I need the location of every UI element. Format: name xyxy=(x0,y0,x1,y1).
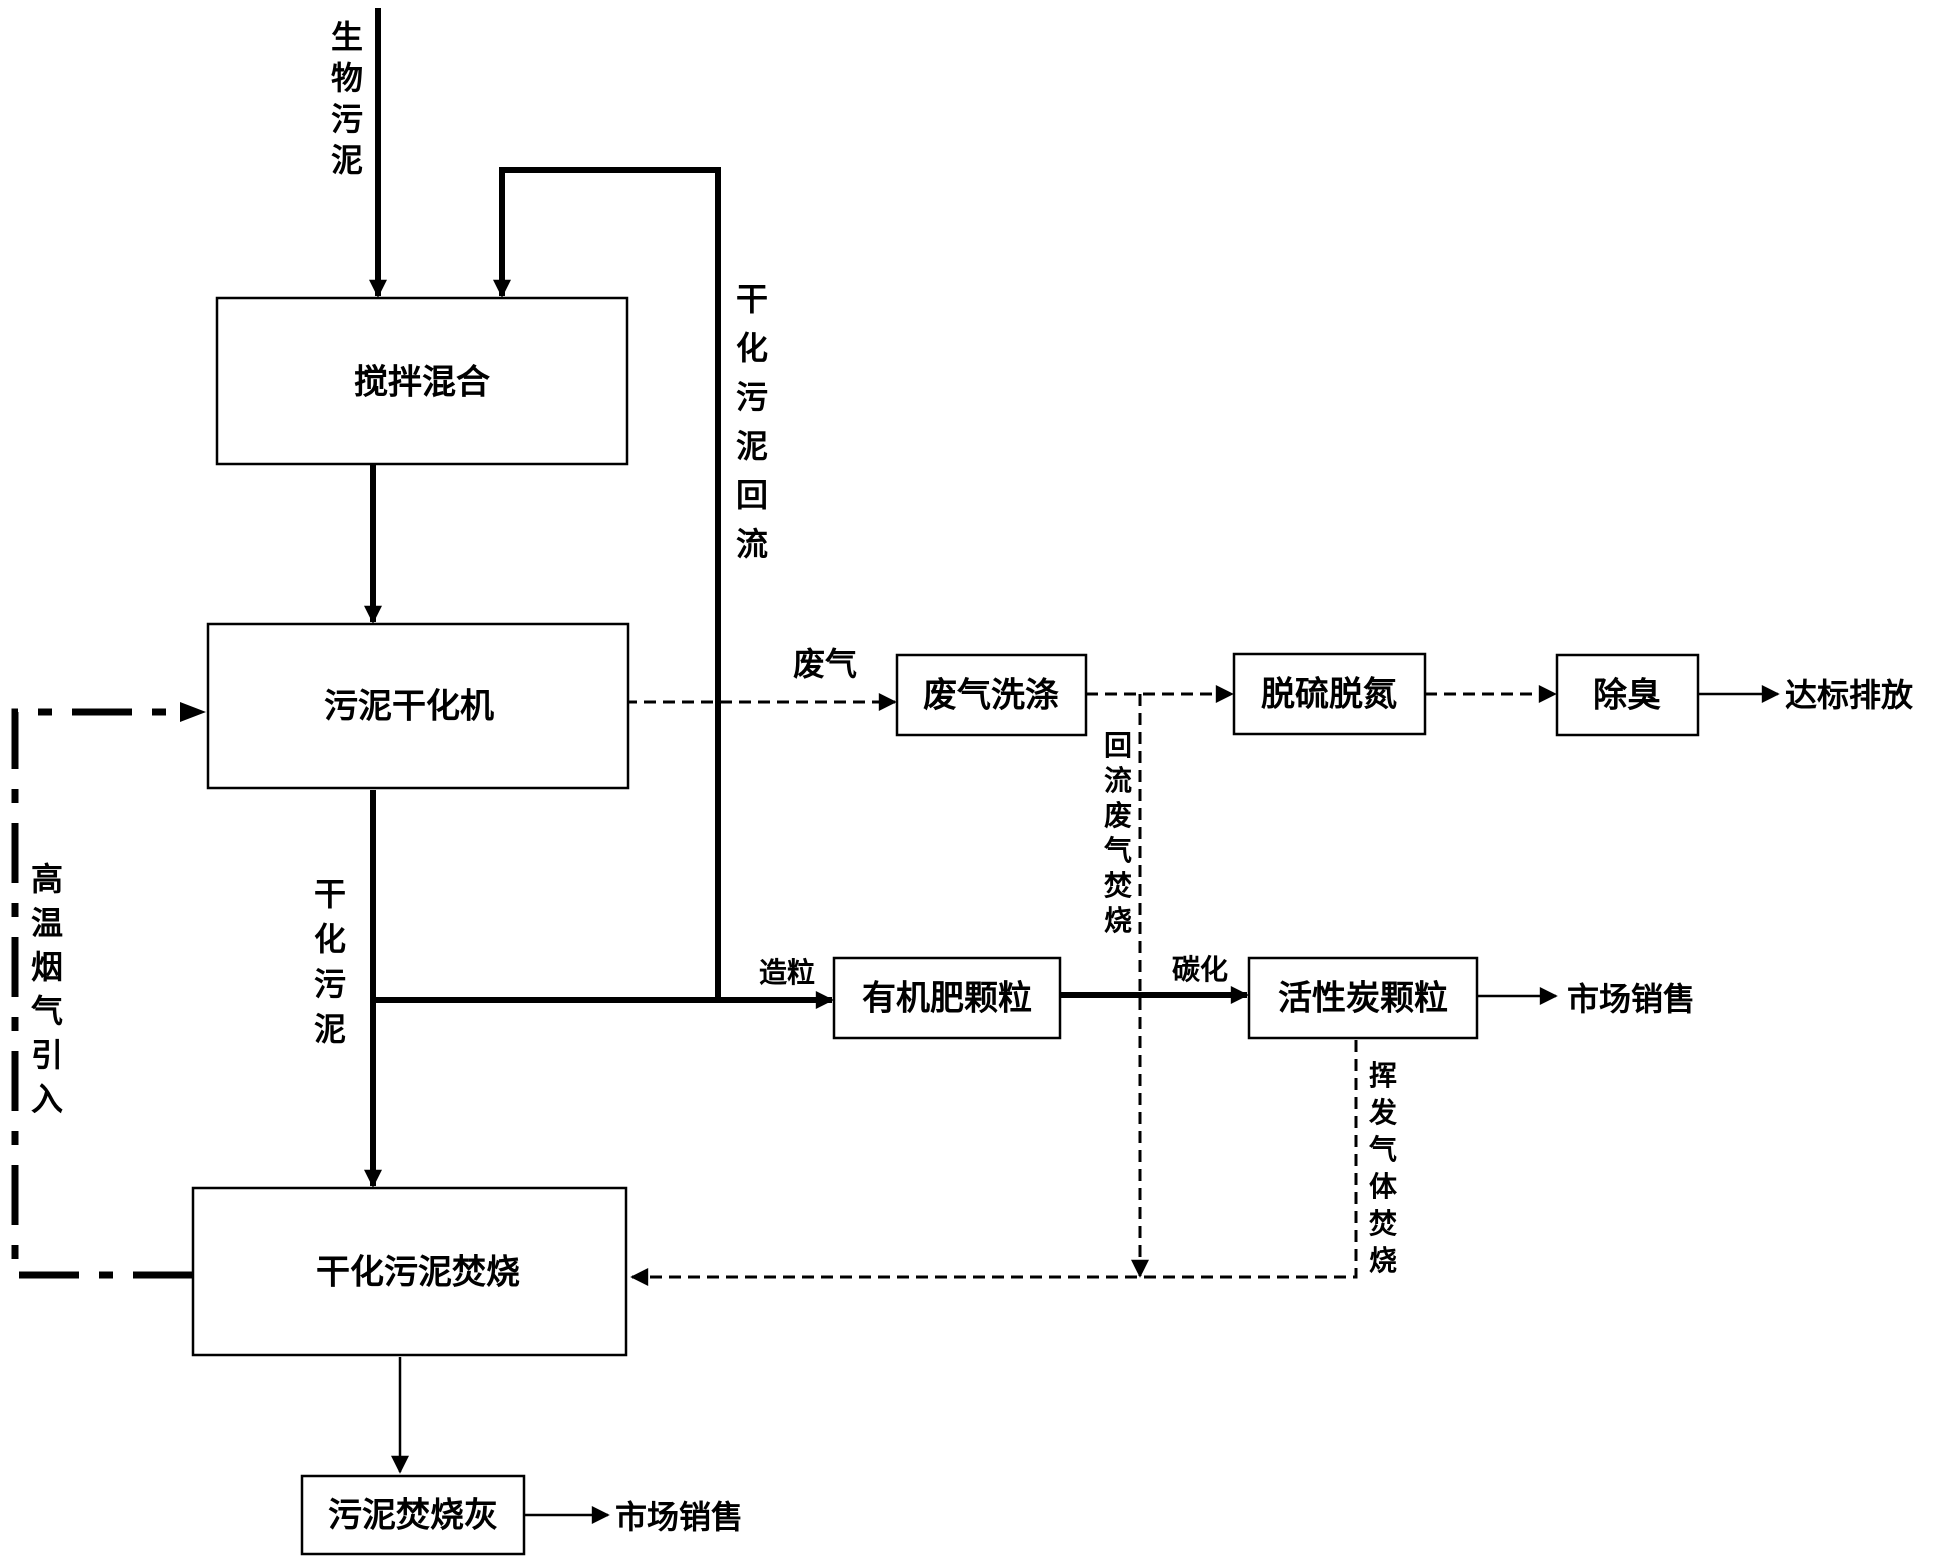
carbon-market-label: 市场销售 xyxy=(1567,980,1695,1018)
return-gas-burn-label: 回流废气焚烧 xyxy=(1103,729,1132,937)
granulation-label: 造粒 xyxy=(759,956,815,989)
ash-label: 污泥焚烧灰 xyxy=(328,1496,498,1536)
exhaust-label: 废气 xyxy=(793,645,857,683)
deodor-box: 除臭 xyxy=(1555,653,1700,737)
flue-gas-arrowhead xyxy=(180,702,206,722)
fertilizer-box: 有机肥颗粒 xyxy=(832,956,1062,1040)
incineration-box: 干化污泥焚烧 xyxy=(191,1186,628,1357)
volatile-gas-burn-label: 挥发气体焚烧 xyxy=(1368,1059,1398,1277)
scrubbing-box: 废气洗涤 xyxy=(895,653,1088,737)
dried-sludge-label: 干化污泥 xyxy=(314,875,346,1048)
carbon-box: 活性炭颗粒 xyxy=(1247,956,1479,1040)
flue-gas-line xyxy=(11,708,193,1279)
ash-box: 污泥焚烧灰 xyxy=(300,1474,526,1556)
carbonization-label: 碳化 xyxy=(1172,953,1228,986)
discharge-label: 达标排放 xyxy=(1785,676,1914,714)
bio-sludge-label: 生物污泥 xyxy=(331,18,363,179)
deodor-label: 除臭 xyxy=(1593,676,1661,716)
carbon-label: 活性炭颗粒 xyxy=(1278,979,1448,1019)
desulf-box: 脱硫脱氮 xyxy=(1232,652,1427,736)
dried-sludge-return-label: 干化污泥回流 xyxy=(736,280,768,563)
desulf-label: 脱硫脱氮 xyxy=(1261,675,1397,715)
volatile-gas-line xyxy=(630,1040,1358,1286)
dryer-label: 污泥干化机 xyxy=(324,687,494,727)
scrubbing-label: 废气洗涤 xyxy=(923,676,1059,716)
incineration-label: 干化污泥焚烧 xyxy=(316,1253,520,1293)
ash-market-label: 市场销售 xyxy=(615,1498,743,1536)
fertilizer-label: 有机肥颗粒 xyxy=(862,979,1032,1019)
dryer-box: 污泥干化机 xyxy=(206,622,630,790)
mixing-box: 搅拌混合 xyxy=(215,296,629,466)
flue-gas-intro-label: 高温烟气引入 xyxy=(31,860,63,1118)
dried-sludge-return-line xyxy=(493,167,721,1000)
mixing-label: 搅拌混合 xyxy=(354,363,490,403)
